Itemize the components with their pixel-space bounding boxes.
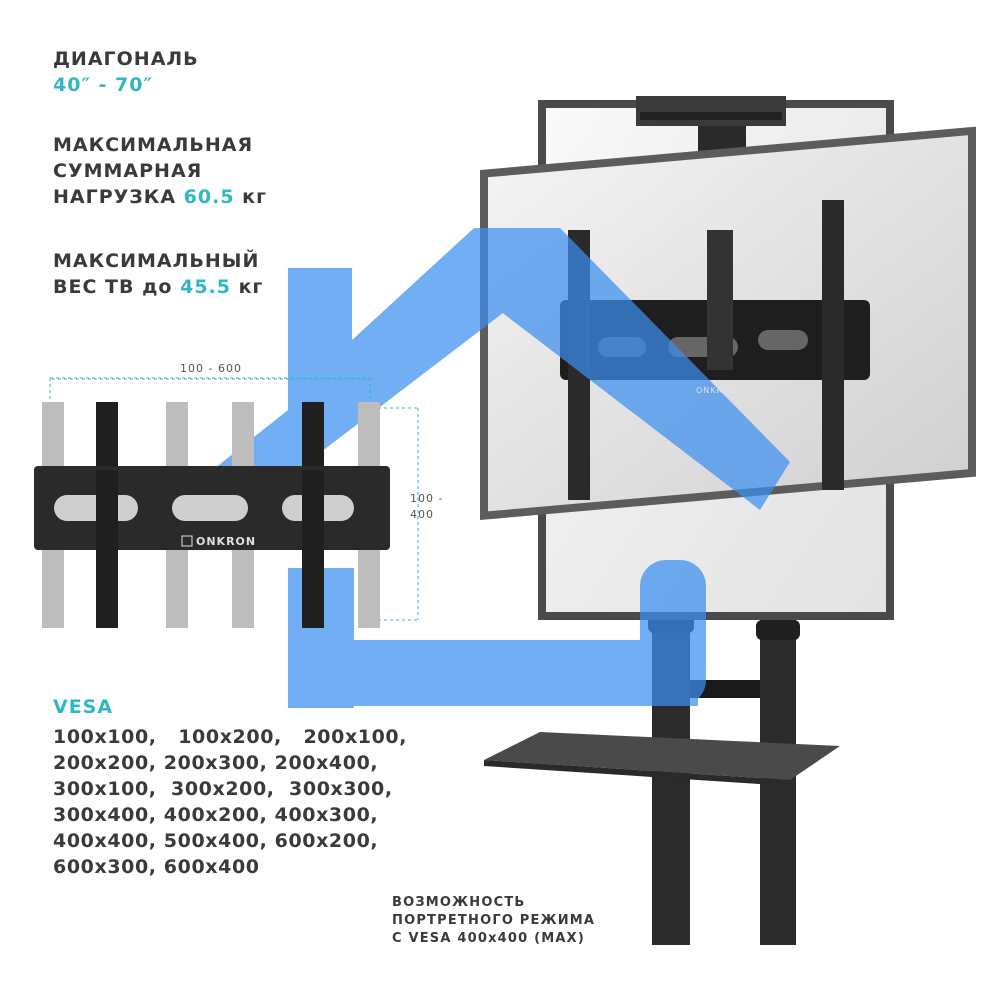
vesa-row: 300x100, 300x200, 300x300,: [53, 778, 393, 800]
weight-line1: МАКСИМАЛЬНЫЙ: [53, 250, 260, 272]
load-value: 60.5: [183, 186, 235, 208]
mount-width-range: 100 - 600: [180, 362, 242, 375]
portrait-note: ВОЗМОЖНОСТЬ ПОРТРЕТНОГО РЕЖИМА С VESA 40…: [392, 894, 595, 948]
load-line2: СУММАРНАЯ: [53, 160, 203, 182]
mount-height-range-line2: 400: [410, 508, 434, 521]
wall-mount-diagram: [34, 377, 419, 628]
weight-prefix: ВЕС ТВ до: [53, 276, 173, 298]
equipment-shelf: [484, 732, 840, 786]
diagonal-value: 40″ - 70″: [53, 74, 153, 96]
vesa-list: 100x100, 100x200, 200x100, 200x200, 200x…: [53, 724, 407, 880]
rotation-arrow: [200, 228, 790, 708]
weight-value: 45.5: [180, 276, 231, 298]
weight-line2: ВЕС ТВ до 45.5 кг: [53, 274, 263, 300]
load-unit: кг: [242, 186, 267, 208]
portrait-line1: ВОЗМОЖНОСТЬ: [392, 895, 526, 910]
load-line1: МАКСИМАЛЬНАЯ: [53, 134, 254, 156]
vesa-row: 400x400, 500x400, 600x200,: [53, 830, 379, 852]
vesa-row: 100x100, 100x200, 200x100,: [53, 726, 408, 748]
portrait-line2: ПОРТРЕТНОГО РЕЖИМА: [392, 913, 596, 928]
mount-height-range-line1: 100 -: [410, 492, 444, 505]
mount-brand-label: ONKRON: [196, 535, 257, 548]
vesa-row: 600x300, 600x400: [53, 856, 260, 878]
load-line3: НАГРУЗКА 60.5 кг: [53, 184, 267, 210]
vesa-title: VESA: [53, 696, 114, 718]
vesa-row: 200x200, 200x300, 200x400,: [53, 752, 379, 774]
weight-unit: кг: [238, 276, 264, 298]
load-prefix: НАГРУЗКА: [53, 186, 177, 208]
portrait-line3: С VESA 400x400 (MAX): [392, 931, 586, 946]
tv-mount-brand-label: ONKRON: [696, 386, 738, 395]
vesa-row: 300x400, 400x200, 400x300,: [53, 804, 379, 826]
diagonal-label: ДИАГОНАЛЬ: [53, 48, 199, 70]
